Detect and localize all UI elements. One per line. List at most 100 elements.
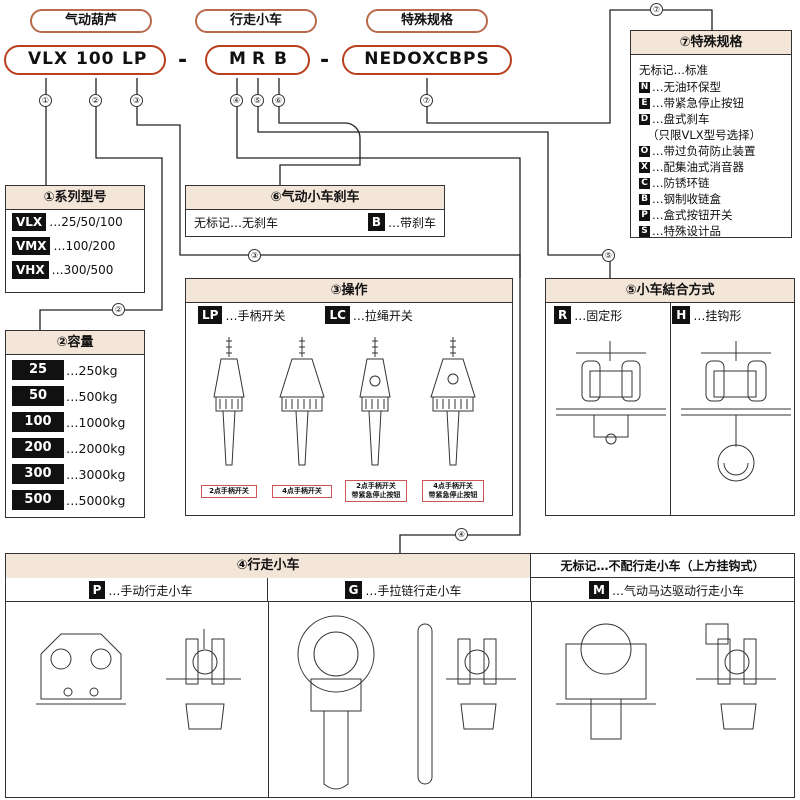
r-code: R [554,306,572,324]
special-text: …带过负荷防止装置 [652,144,756,158]
marker-7-top: ⑦ [650,3,663,16]
model-range: …25/50/100 [49,215,123,229]
capacity-code: 25 [12,360,64,380]
m-text: …气动马达驱动行走小车 [611,583,744,598]
code-trolley: M [229,49,247,69]
marker-1: ① [39,94,52,107]
brake-with: B …带刹车 [367,213,436,231]
model-range: …300/500 [51,263,114,277]
list-item: VLX …25/50/100 [6,210,144,234]
capacity-title: ②容量 [6,331,144,355]
marker-3-mid: ③ [248,249,261,262]
list-item: 200…2000kg [12,435,138,461]
r-text: …固定形 [574,308,623,323]
capacity-value: …500kg [66,388,118,404]
special-code: O [639,145,650,157]
list-item: C…防锈环链 [639,175,783,191]
special-text: …防锈环链 [652,176,710,190]
model-box: ①系列型号 VLX …25/50/100 VMX …100/200 VHX …3… [5,185,145,293]
special-title: ⑦特殊规格 [631,31,791,55]
capacity-value: …5000kg [66,492,126,508]
special-code: X [639,161,650,173]
special-code: E [639,97,650,109]
coupling-divider [670,303,671,515]
list-item: O…带过负荷防止装置 [639,143,783,159]
h-text: …挂钩形 [693,308,742,323]
special-text: …盒式按钮开关 [652,208,733,222]
dash-2: - [320,48,330,73]
special-code: N [639,81,650,93]
list-item: X…配集油式消音器 [639,159,783,175]
list-item: 300…3000kg [12,461,138,487]
special-spec-tag: 特殊规格 [366,9,488,33]
capacity-code: 100 [12,412,64,432]
list-item: VMX …100/200 [6,234,144,258]
lp-code: LP [198,306,223,324]
pendant-caption: 4点手柄开关 带紧急停止按钮 [422,480,484,502]
operation-options: LP …手柄开关 LC …拉绳开关 [186,303,512,327]
trolley-type-m: M …气动马达驱动行走小车 [531,578,794,602]
g-code: G [344,581,363,599]
brake-text: …带刹车 [387,215,436,230]
trolley-divider-1 [268,602,269,797]
code-special: NEDOXCBPS [364,49,490,69]
special-code: C [639,177,650,189]
list-item: N…无油环保型 [639,79,783,95]
list-item: VHX …300/500 [6,258,144,282]
trolley-type-p: P …手动行走小车 [6,578,268,602]
special-code: B [639,193,650,205]
trolley-type-g: G …手拉链行走小车 [268,578,531,602]
special-text: …配集油式消音器 [652,160,744,174]
marker-2: ② [89,94,102,107]
special-code: NEDOXCBPS [342,45,512,75]
trolley-title: ④行走小车 [6,554,531,578]
trolley-code: M R B [205,45,310,75]
list-item: S…特殊设计品 [639,223,783,239]
p-code: P [88,581,106,599]
dash-1: - [178,48,188,73]
capacity-value: …1000kg [66,414,126,430]
special-intro: 无标记…标准 [639,63,708,77]
capacity-code: 200 [12,438,64,458]
capacity-value: …2000kg [66,440,126,456]
marker-5-mid: ⑤ [602,249,615,262]
operation-box: ③操作 LP …手柄开关 LC …拉绳开关 [185,278,513,516]
special-text: …盘式刹车 [652,112,710,126]
code-coupling: R [252,49,267,69]
code-capacity: 100 [76,49,115,69]
marker-5: ⑤ [251,94,264,107]
special-text: …无油环保型 [652,80,721,94]
special-code: D [639,113,650,125]
coupling-title: ⑤小车結合方式 [546,279,794,303]
h-code: H [672,306,691,324]
special-note: （只限VLX型号选择） [647,128,762,142]
special-text: …特殊设计品 [652,224,721,238]
special-code: P [639,209,650,221]
special-code: S [639,225,650,237]
coupling-box: ⑤小车結合方式 R …固定形 H …挂钩形 [545,278,795,516]
marker-4: ④ [230,94,243,107]
list-item: （只限VLX型号选择） [639,127,783,143]
marker-6: ⑥ [272,94,285,107]
hoist-tag: 气动葫芦 [30,9,152,33]
trolley-drawings [36,615,776,790]
code-series: VLX [28,49,69,69]
marker-7: ⑦ [420,94,433,107]
list-item: B…钢制收链盒 [639,191,783,207]
marker-3: ③ [130,94,143,107]
special-text: …带紧急停止按钮 [652,96,744,110]
list-item: E…带紧急停止按钮 [639,95,783,111]
trolley-none-note: 无标记…不配行走小车（上方挂钩式） [560,559,765,573]
list-item: 500…5000kg [12,487,138,513]
code-operation: LP [122,49,148,69]
pendant-switch-drawings [213,337,476,466]
capacity-value: …3000kg [66,466,126,482]
model-code: VLX [12,213,47,231]
pendant-caption: 4点手柄开关 [272,485,332,498]
trolley-tag: 行走小车 [195,9,317,33]
code-brake: B [274,49,288,69]
brake-options: 无标记…无刹车 B …带刹车 [186,210,444,234]
model-code: VMX [12,237,51,255]
list-item: 50…500kg [12,383,138,409]
p-text: …手动行走小车 [108,583,193,598]
